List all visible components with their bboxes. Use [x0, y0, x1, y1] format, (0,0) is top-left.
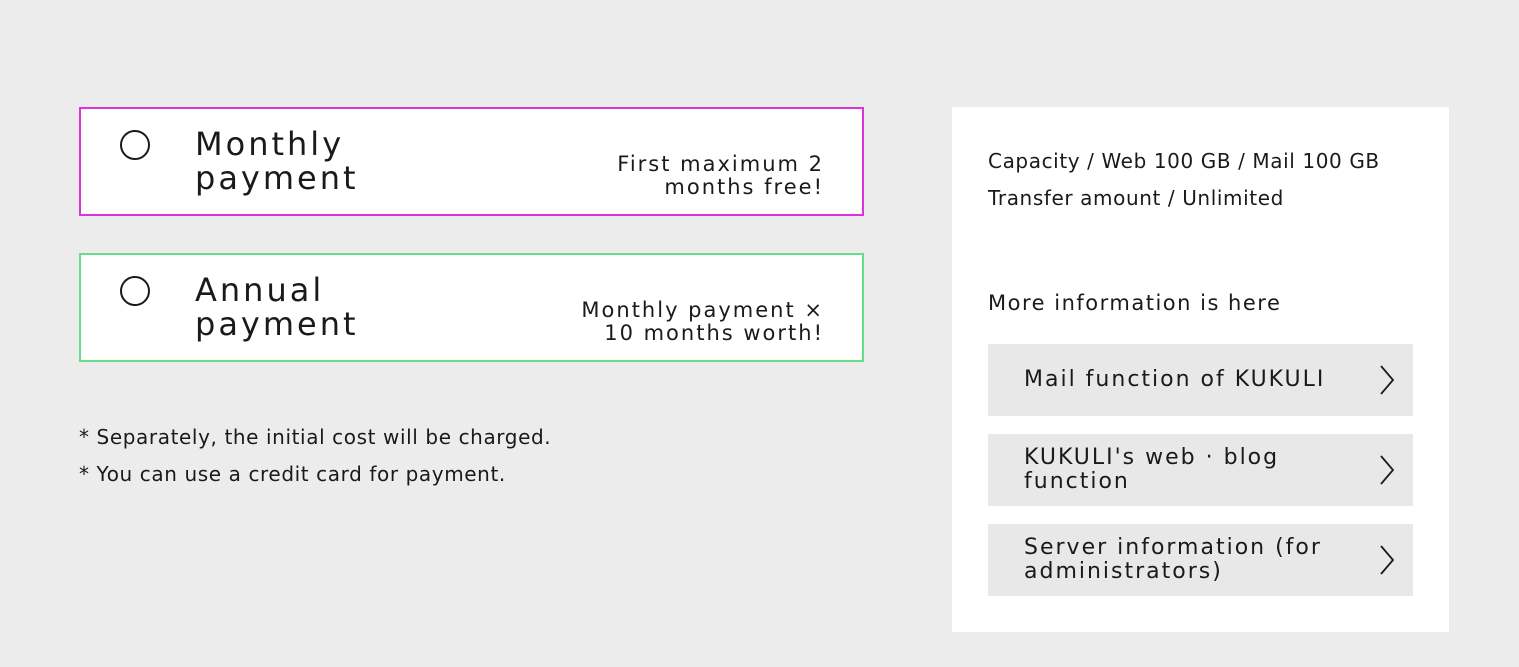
- chevron-right-icon: [1380, 545, 1395, 575]
- link-label: KUKULI's web · blog function: [1024, 445, 1280, 494]
- plan-title-line1: Annual: [195, 271, 325, 309]
- plan-note-line2: 10 months worth!: [604, 321, 824, 345]
- radio-annual[interactable]: [120, 276, 150, 306]
- radio-monthly[interactable]: [120, 130, 150, 160]
- plan-note-line1: Monthly payment ×: [581, 298, 824, 322]
- chevron-right-icon: [1380, 455, 1395, 485]
- plan-option-monthly[interactable]: Monthly payment First maximum 2 months f…: [79, 107, 864, 216]
- link-web-blog-function[interactable]: KUKULI's web · blog function: [988, 434, 1413, 506]
- plan-title-line2: payment: [195, 305, 359, 343]
- plan-note-line2: months free!: [664, 175, 824, 199]
- plan-info-panel: Capacity / Web 100 GB / Mail 100 GB Tran…: [952, 107, 1449, 632]
- spec-transfer: Transfer amount / Unlimited: [988, 186, 1284, 210]
- note-credit-card: * You can use a credit card for payment.: [79, 462, 506, 486]
- plan-option-annual[interactable]: Annual payment Monthly payment × 10 mont…: [79, 253, 864, 362]
- plan-note-line1: First maximum 2: [617, 152, 824, 176]
- plan-title-line1: Monthly: [195, 125, 345, 163]
- plan-specs: Capacity / Web 100 GB / Mail 100 GB Tran…: [988, 143, 1408, 217]
- plan-title-annual: Annual payment: [195, 273, 359, 341]
- plan-title-line2: payment: [195, 159, 359, 197]
- link-label: Mail function of KUKULI: [1024, 367, 1326, 392]
- more-info-heading: More information is here: [988, 291, 1282, 315]
- spec-capacity: Capacity / Web 100 GB / Mail 100 GB: [988, 149, 1380, 173]
- payment-notes: * Separately, the initial cost will be c…: [79, 419, 599, 493]
- link-mail-function[interactable]: Mail function of KUKULI: [988, 344, 1413, 416]
- plan-note-monthly: First maximum 2 months free!: [617, 153, 824, 199]
- chevron-right-icon: [1380, 365, 1395, 395]
- note-initial-cost: * Separately, the initial cost will be c…: [79, 425, 552, 449]
- plan-note-annual: Monthly payment × 10 months worth!: [581, 299, 824, 345]
- link-label: Server information (for administrators): [1024, 535, 1322, 584]
- link-server-information[interactable]: Server information (for administrators): [988, 524, 1413, 596]
- plan-title-monthly: Monthly payment: [195, 127, 359, 195]
